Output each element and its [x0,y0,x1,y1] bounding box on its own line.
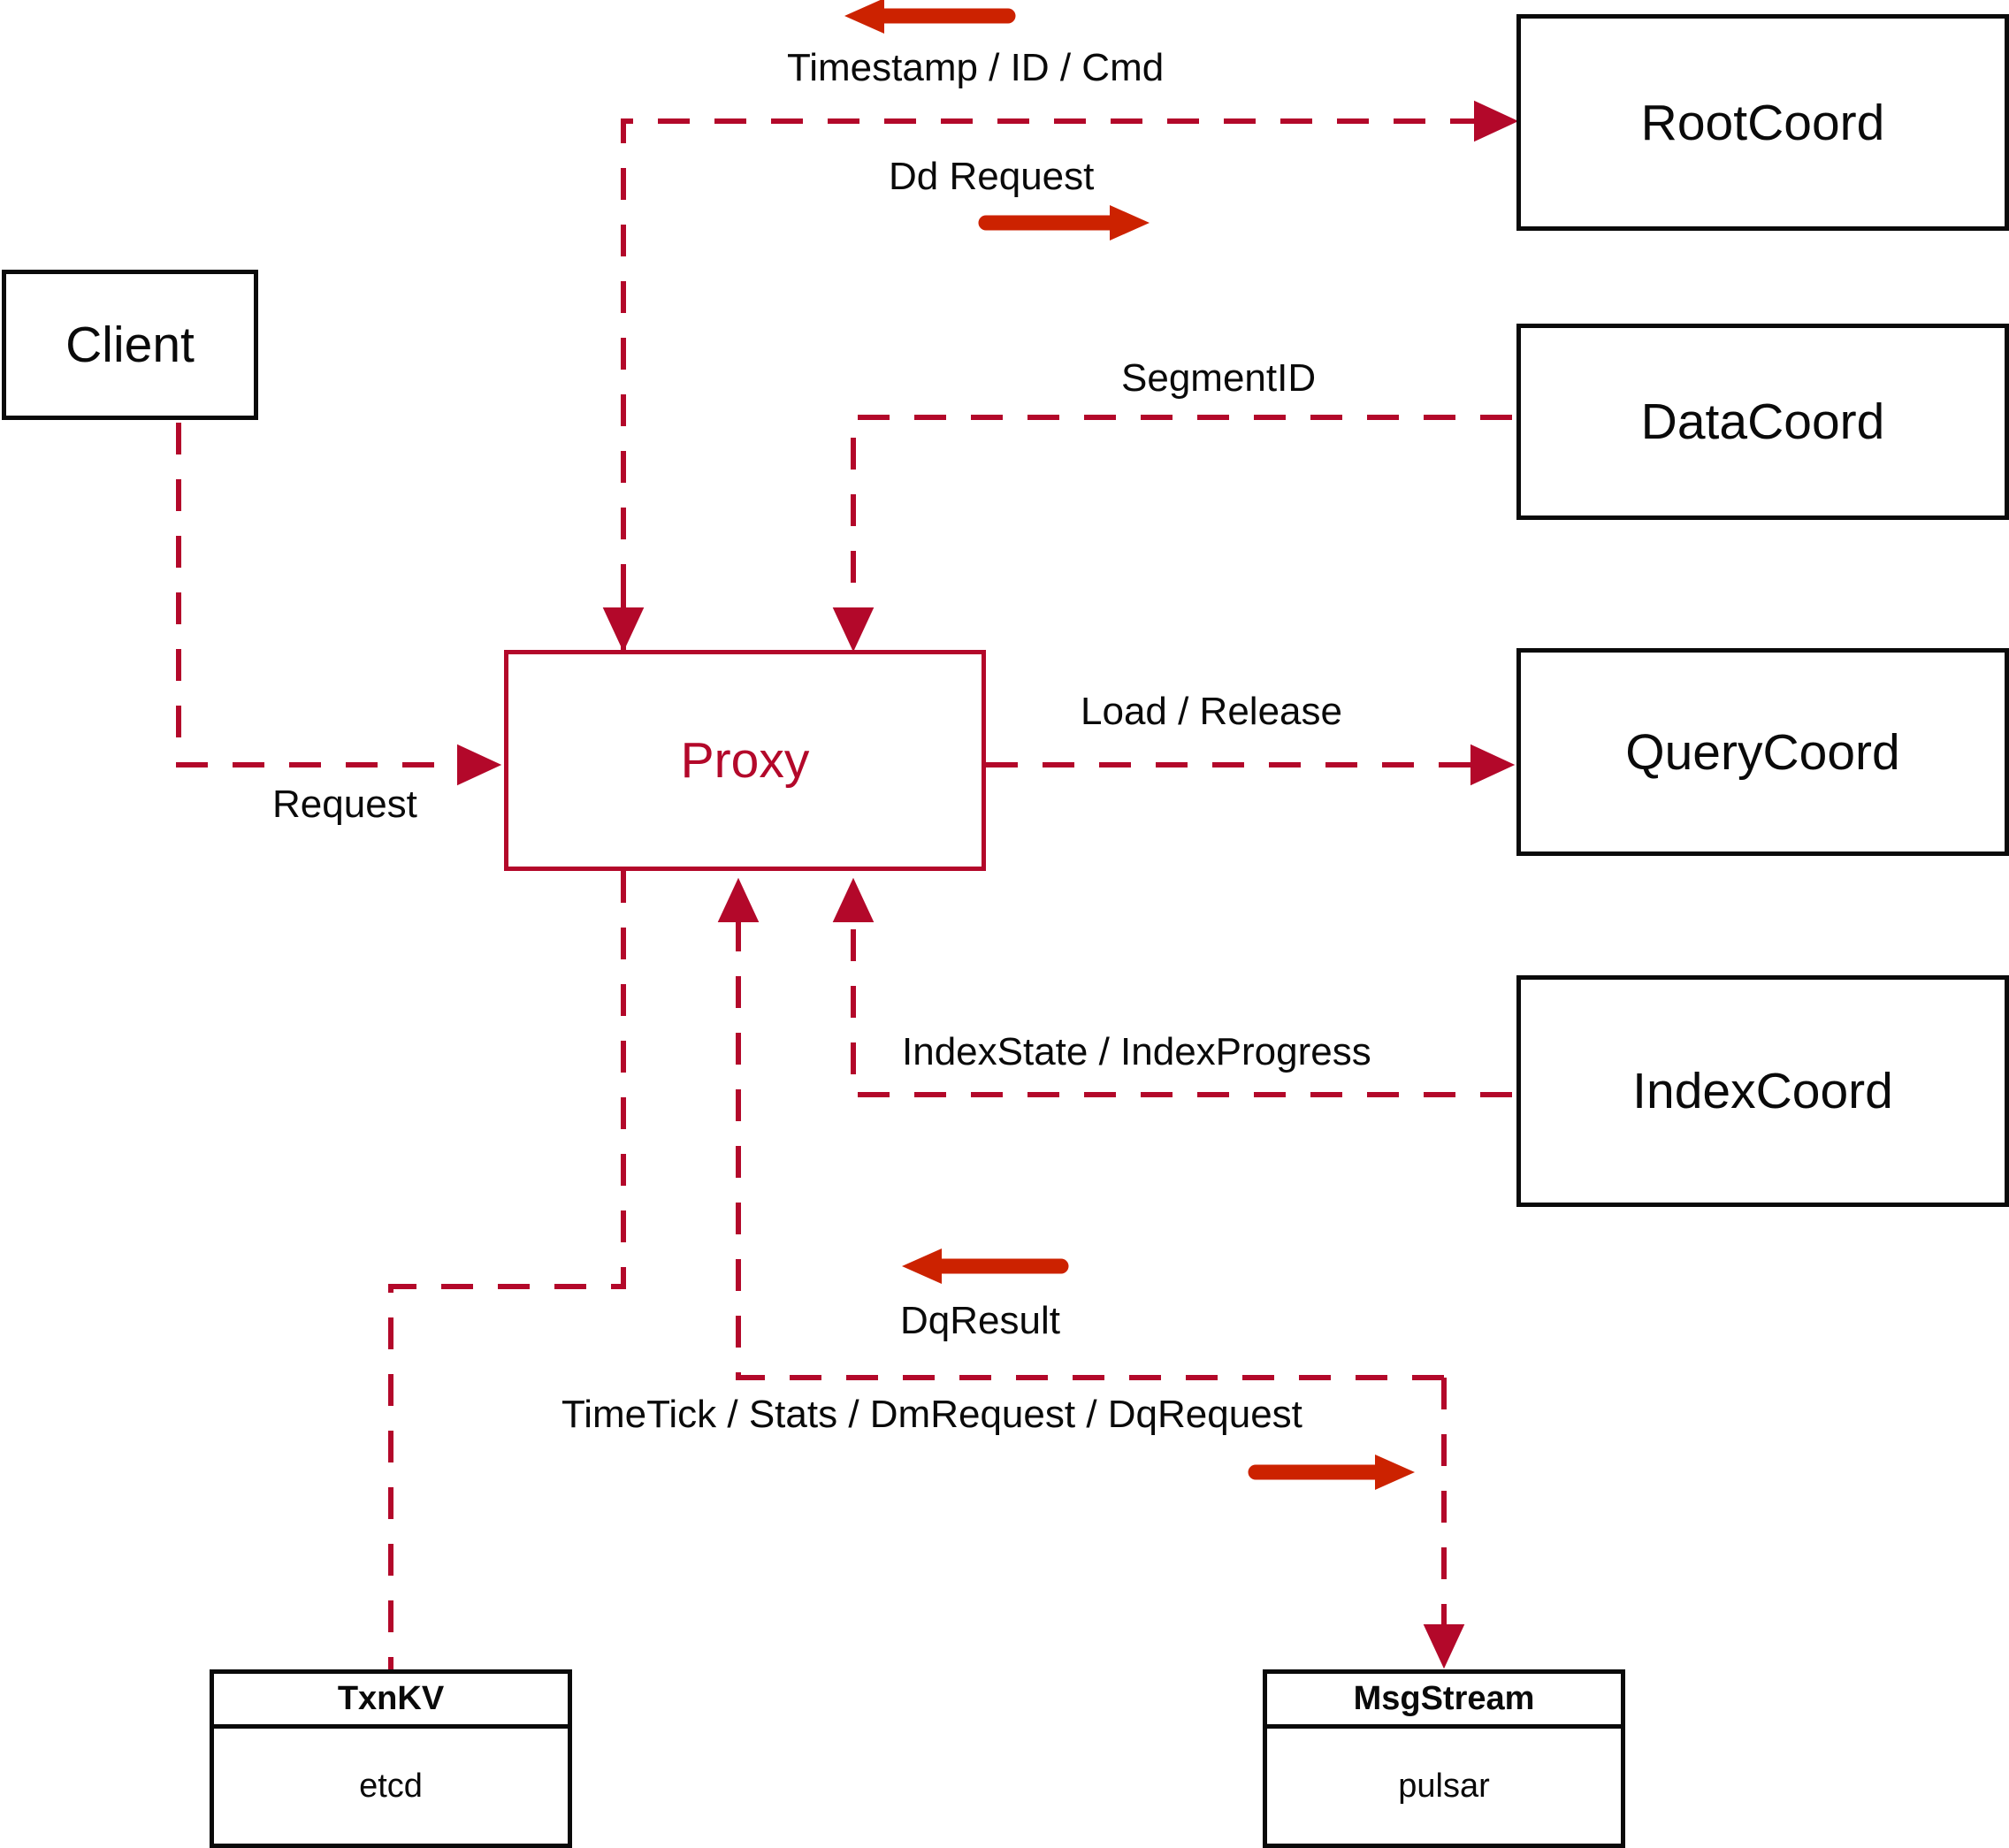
node-txnkv-header: TxnKV [214,1674,568,1729]
node-root-coord[interactable]: RootCoord [1516,14,2009,231]
node-msgstream-header: MsgStream [1267,1674,1621,1729]
edge-proxy-to-rootcoord [621,100,1519,653]
edge-label-segment-id: SegmentID [1121,356,1317,400]
direction-arrow-dd-request [978,205,1150,241]
edge-label-request: Request [272,783,417,826]
node-msgstream-body: pulsar [1398,1767,1490,1805]
edge-label-index-state-progress: IndexState / IndexProgress [902,1030,1371,1073]
direction-arrow-timestamp [844,0,1016,34]
node-root-coord-label: RootCoord [1640,94,1885,151]
node-client-label: Client [65,317,195,373]
node-txnkv[interactable]: TxnKV etcd [210,1669,572,1848]
node-txnkv-body: etcd [359,1767,423,1805]
node-query-coord-label: QueryCoord [1625,723,1900,781]
node-data-coord[interactable]: DataCoord [1516,324,2009,520]
edge-label-dd-request: Dd Request [889,155,1095,198]
direction-arrow-timetick [1248,1455,1415,1490]
node-proxy-label: Proxy [680,732,810,789]
node-client[interactable]: Client [2,270,258,420]
node-index-coord-label: IndexCoord [1632,1063,1893,1119]
edge-client-to-proxy [176,423,502,786]
edge-datacoord-to-proxy [832,415,1512,653]
node-query-coord[interactable]: QueryCoord [1516,648,2009,856]
node-index-coord[interactable]: IndexCoord [1516,975,2009,1207]
edge-label-load-release: Load / Release [1081,690,1342,733]
edge-msgstream-to-proxy [717,877,1444,1380]
direction-arrow-dq-result [902,1249,1069,1284]
node-proxy[interactable]: Proxy [504,650,986,871]
node-msgstream[interactable]: MsgStream pulsar [1263,1669,1625,1848]
edge-proxy-to-txnkv [388,871,626,1671]
node-data-coord-label: DataCoord [1640,393,1885,450]
edge-label-timetick-stats: TimeTick / Stats / DmRequest / DqRequest [561,1393,1302,1436]
edge-label-timestamp-id-cmd: Timestamp / ID / Cmd [787,46,1165,89]
edge-label-dq-result: DqResult [900,1299,1060,1342]
